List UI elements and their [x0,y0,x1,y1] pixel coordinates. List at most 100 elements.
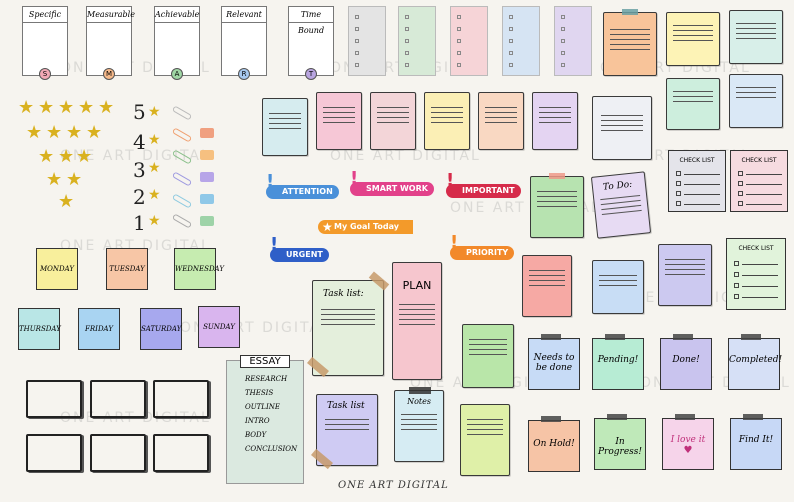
day-note-wednesday: WEDNESDAY [174,248,224,290]
essay-card: ESSAY RESEARCH THESIS OUTLINE INTRO BODY… [226,355,304,484]
status-label: In Progress! [597,437,643,457]
day-note-thursday: THURSDAY [18,308,61,350]
badge-label: SMART WORK [366,184,428,193]
binder-clip-icon [200,150,214,160]
paperclip-icon [171,127,193,143]
smart-card-measurable: Measurable M [86,6,135,80]
heart-icon: ♥ [683,445,693,456]
watermark: ONE ART DIGITAL [330,148,481,164]
essay-item: BODY [245,431,267,439]
note-yellow-checklist [424,92,470,150]
status-note-done: Done! [660,334,712,390]
status-note-completed: Completed! [728,334,782,390]
note-lilac-checklist [532,92,578,150]
star-icon: ★ [148,187,161,203]
essay-title: ESSAY [240,355,290,368]
essay-item: INTRO [245,417,270,425]
badge-label: URGENT [286,250,323,259]
badge-label: IMPORTANT [462,186,515,195]
day-note-friday: FRIDAY [78,308,120,350]
paperclip-icon [171,105,193,121]
note-mint-checklist [262,98,308,156]
rating-number: 3 [133,158,146,182]
watermark: ONE ART DIGITAL [60,238,211,254]
star-icon: ★ [66,122,83,143]
note-pink-checklist [316,92,362,150]
note-lime-lined [460,404,510,476]
star-icon: ★ [66,169,83,190]
smart-label: Specific [23,7,67,23]
status-label: Pending! [597,355,639,365]
star-icon: ★ [38,146,55,167]
badge-priority: !PRIORITY [450,234,515,260]
notes-title: Notes [407,397,431,406]
strip-pink [450,6,488,76]
essay-item: THESIS [245,389,274,397]
note-rose-checklist [370,92,416,150]
status-label: I love it [670,435,706,445]
star-icon: ★ [46,169,63,190]
binder-clip-icon [200,216,214,226]
smart-label: Relevant [222,7,266,23]
badge-smart-work: !SMART WORK [350,170,434,196]
star-icon: ★ [26,122,43,143]
rating-number: 2 [133,185,146,209]
badge-urgent: !URGENT [270,236,329,262]
footer-brand: ONE ART DIGITAL [338,480,449,491]
star-icon: ★ [38,97,55,118]
rating-number: 1 [133,211,146,235]
star-icon: ★ [148,132,161,148]
day-note-sunday: SUNDAY [198,306,240,348]
note-green-checklist [530,173,584,238]
note-green-lined [462,324,514,388]
status-note-pending: Pending! [592,334,644,390]
rating-number: 5 [133,100,146,124]
binder-clip-icon [200,172,214,182]
status-label: Needs to be done [533,353,575,373]
smart-label: Achievable [155,7,199,23]
status-note-find-it: Find It! [730,414,782,470]
star-icon: ★ [58,97,75,118]
check-list-title: CHECK LIST [679,157,715,164]
sketch-frame [26,434,82,472]
note-notes: Notes [394,387,444,462]
check-list-pink: CHECK LIST [730,150,788,212]
status-label: Done! [672,355,700,365]
sketch-frame [90,380,146,418]
star-icon: ★ [46,122,63,143]
note-coral [522,255,572,317]
sketch-frame [26,380,82,418]
smart-letter: M [103,68,115,80]
status-note-i-love-it: I love it♥ [662,414,714,470]
task-list-title: Task list: [323,289,364,299]
status-label: On Hold! [533,439,575,449]
note-peach-checklist [478,92,524,150]
star-icon: ★ [18,97,35,118]
smart-card-relevant: Relevant R [221,6,267,80]
smart-letter: T [305,68,317,80]
note-todo: To Do: [590,171,652,239]
note-mint [729,10,783,64]
note-green-list [666,78,720,130]
sketch-frame [153,380,209,418]
task-list-title: Task list [327,401,365,411]
badge-label: PRIORITY [466,248,509,257]
star-icon: ★ [148,104,161,120]
essay-item: OUTLINE [245,403,280,411]
badge-label: My Goal Today [334,222,399,231]
star-icon: ★ [148,213,161,229]
star-icon: ★ [76,146,93,167]
binder-clip-icon [200,128,214,138]
strip-gray [348,6,386,76]
star-icon: ★ [86,122,103,143]
paperclip-icon [171,171,193,187]
smart-letter: A [171,68,183,80]
check-list-green: CHECK LIST [726,238,786,310]
note-blue-lined [592,260,644,314]
strip-blue [502,6,540,76]
watermark: ONE ART DIGITAL [60,410,211,426]
paperclip-icon [171,193,193,209]
sketch-frame [90,434,146,472]
day-note-tuesday: TUESDAY [106,248,148,290]
star-icon: ★ [58,146,75,167]
